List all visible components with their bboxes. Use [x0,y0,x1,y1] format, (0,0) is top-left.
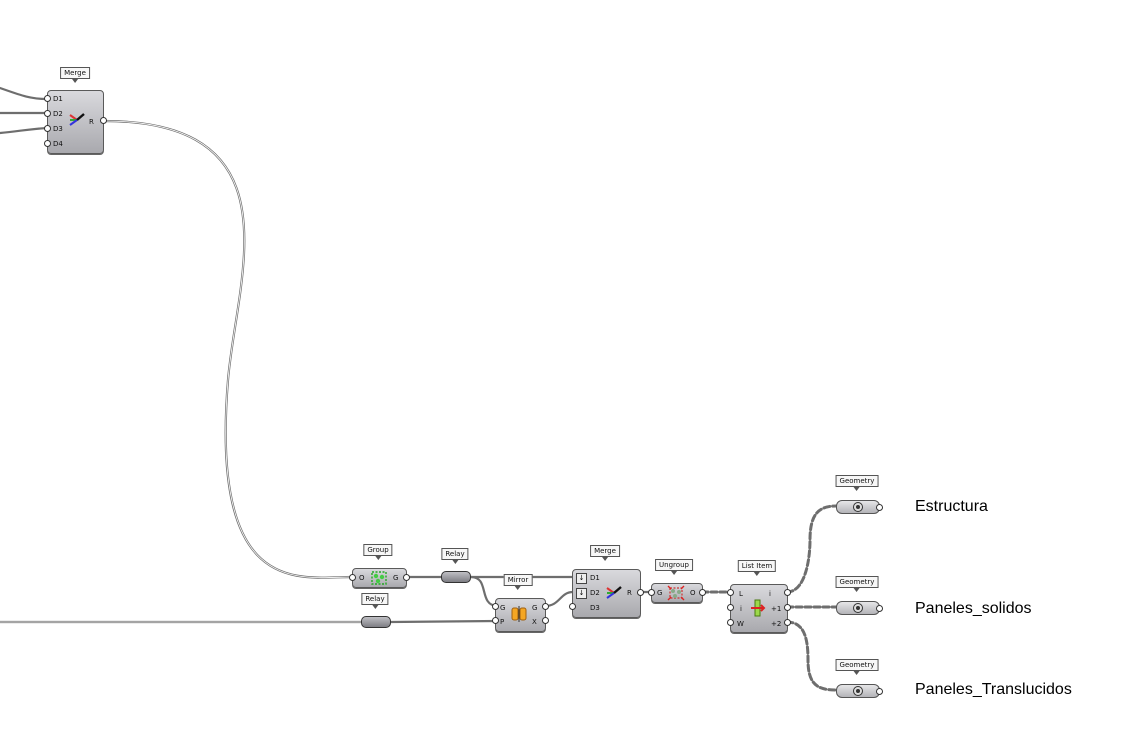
ungroup-input-g[interactable]: G [657,589,663,597]
relay-2-tag: Relay [361,593,389,609]
geometry-icon [853,603,863,613]
mirror-input-g[interactable]: G [500,604,506,612]
port-dot[interactable] [492,603,499,610]
merge-top-tag: Merge [60,67,90,83]
port-dot[interactable] [492,617,499,624]
geometry-icon [853,502,863,512]
wire-listitem-to-geom3 [785,620,838,692]
port-dot[interactable] [44,125,51,132]
port-dot[interactable] [784,589,791,596]
merge-top-component[interactable]: D1 D2 D3 D4 R [47,90,104,154]
mirror-icon [511,606,527,622]
merge-top-input-d1[interactable]: D1 [53,95,63,103]
port-dot[interactable] [542,603,549,610]
merge-top-input-d2[interactable]: D2 [53,110,63,118]
geometry-3-tag: Geometry [835,659,879,675]
port-dot[interactable] [403,574,410,581]
port-dot[interactable] [727,589,734,596]
geometry-param-1[interactable] [836,500,880,514]
geometry-param-3[interactable] [836,684,880,698]
relay-2[interactable] [361,616,391,628]
port-dot[interactable] [100,117,107,124]
list-item-input-l[interactable]: L [739,590,743,598]
merge-bottom-component[interactable]: ↓ ↓ D1 D2 D3 R [572,569,641,618]
merge-bottom-output-r[interactable]: R [627,589,632,597]
merge-top-output-r[interactable]: R [89,118,94,126]
geometry-1-tag: Geometry [835,475,879,491]
ungroup-icon [667,585,685,601]
merge-bottom-input-d3[interactable]: D3 [590,604,600,612]
list-item-component[interactable]: L i W i +1 +2 [730,584,788,633]
merge-bottom-tag: Merge [590,545,620,561]
port-dot[interactable] [876,504,883,511]
port-dot[interactable] [44,110,51,117]
ungroup-output-o[interactable]: O [690,589,696,597]
group-tag: Group [363,544,393,560]
graft-flag-icon[interactable]: ↓ [576,573,587,584]
ungroup-tag: Ungroup [655,559,693,575]
list-item-output-i[interactable]: i [769,590,771,598]
geometry-param-2[interactable] [836,601,880,615]
port-dot[interactable] [349,574,356,581]
group-input-o[interactable]: O [359,574,365,582]
port-dot[interactable] [876,688,883,695]
merge-top-input-d4[interactable]: D4 [53,140,63,148]
geometry-icon [853,686,863,696]
group-output-g[interactable]: G [393,574,399,582]
merge-icon [606,586,622,599]
label-paneles-translucidos: Paneles_Translucidos [915,681,1072,698]
wire-relay2-to-mirror [389,619,499,624]
port-dot[interactable] [542,617,549,624]
port-dot[interactable] [784,604,791,611]
list-item-tag: List Item [737,560,777,576]
geometry-2-tag: Geometry [835,576,879,592]
port-dot[interactable] [727,619,734,626]
graft-flag-icon[interactable]: ↓ [576,588,587,599]
mirror-tag: Mirror [503,574,533,590]
group-component[interactable]: O G [352,568,407,588]
wire-relay1-to-mirror [469,575,499,608]
group-icon [371,571,387,585]
port-dot[interactable] [727,604,734,611]
relay-1[interactable] [441,571,471,583]
merge-bottom-input-d1[interactable]: D1 [590,574,600,582]
ungroup-component[interactable]: G O [651,583,703,603]
wire-in-d3 [0,126,49,135]
port-dot[interactable] [876,605,883,612]
merge-icon [69,113,85,126]
wire-listitem-to-geom1 [785,504,838,594]
port-dot[interactable] [44,95,51,102]
port-dot[interactable] [44,140,51,147]
list-item-input-w[interactable]: W [737,620,744,628]
port-dot[interactable] [784,619,791,626]
wire-merge-to-group [102,119,354,579]
port-dot[interactable] [699,589,706,596]
label-paneles-solidos: Paneles_solidos [915,600,1032,617]
port-dot[interactable] [637,589,644,596]
mirror-output-x[interactable]: X [532,618,537,626]
merge-top-input-d3[interactable]: D3 [53,125,63,133]
wire-in-d1 [0,86,49,101]
mirror-input-p[interactable]: P [500,618,505,626]
list-item-output-plus1[interactable]: +1 [771,605,782,613]
list-item-input-i[interactable]: i [740,605,742,613]
list-item-icon [751,599,766,617]
list-item-output-plus2[interactable]: +2 [771,620,782,628]
mirror-component[interactable]: G P G X [495,598,546,632]
relay-1-tag: Relay [441,548,469,564]
port-dot[interactable] [648,589,655,596]
mirror-output-g[interactable]: G [532,604,538,612]
merge-bottom-input-d2[interactable]: D2 [590,589,600,597]
label-estructura: Estructura [915,498,988,515]
port-dot[interactable] [569,603,576,610]
